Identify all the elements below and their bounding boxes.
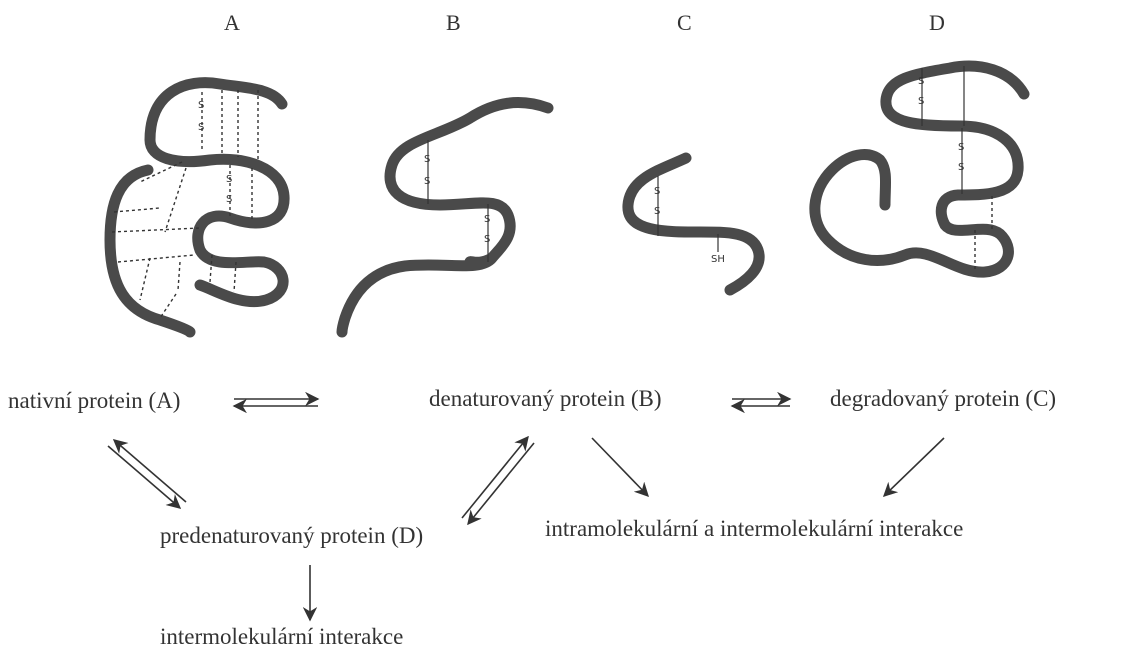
native-protein-structure: S S S S [110, 83, 284, 332]
denatured-protein-structure: S S S S [342, 103, 548, 332]
disulfide-sulfur-label: S [424, 154, 430, 165]
arrow-denatured-to-interactions [592, 438, 648, 496]
label-degraded-protein: degradovaný protein (C) [830, 386, 1056, 412]
disulfide-sulfur-label: S [226, 174, 232, 185]
equilibrium-arrow-denatured-degraded [732, 399, 790, 406]
disulfide-sulfur-label: S [484, 234, 490, 245]
sh-group-label: SH [711, 254, 725, 265]
disulfide-sulfur-label: S [958, 162, 964, 173]
degraded-protein-structure: S S SH [628, 158, 759, 290]
equilibrium-arrow-native-predenatured [108, 440, 186, 508]
disulfide-sulfur-label: S [484, 214, 490, 225]
label-native-protein: nativní protein (A) [8, 388, 180, 414]
disulfide-sulfur-label: S [654, 186, 660, 197]
disulfide-sulfur-label: S [226, 194, 232, 205]
equilibrium-arrow-native-denatured [234, 399, 318, 406]
label-intra-intermolecular-interactions: intramolekulární a intermolekulární inte… [545, 516, 963, 542]
disulfide-sulfur-label: S [198, 100, 204, 111]
disulfide-sulfur-label: S [198, 122, 204, 133]
label-predenatured-protein: predenaturovaný protein (D) [160, 523, 423, 549]
predenatured-protein-structure: S S S S [815, 66, 1024, 272]
disulfide-sulfur-label: S [918, 96, 924, 107]
disulfide-sulfur-label: S [424, 176, 430, 187]
label-denatured-protein: denaturovaný protein (B) [429, 386, 661, 412]
arrow-degraded-to-interactions [884, 438, 944, 496]
disulfide-sulfur-label: S [958, 142, 964, 153]
disulfide-sulfur-label: S [654, 206, 660, 217]
label-intermolecular-interactions: intermolekulární interakce [160, 624, 403, 650]
disulfide-sulfur-label: S [918, 76, 924, 87]
equilibrium-arrow-predenatured-denatured [462, 437, 534, 524]
